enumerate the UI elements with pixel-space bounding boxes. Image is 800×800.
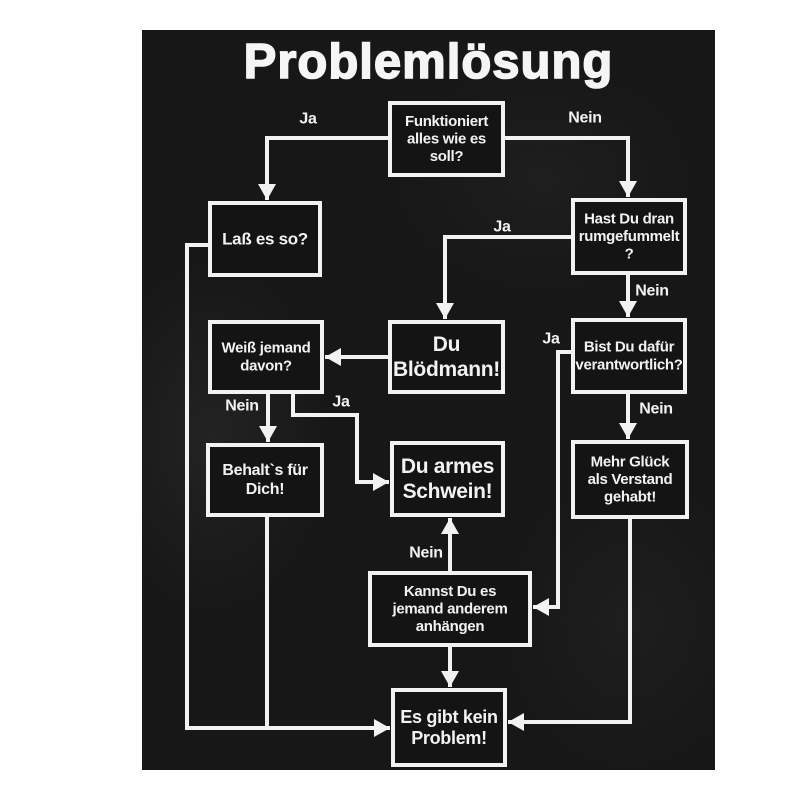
arrowhead-hast-ja: [436, 303, 454, 319]
connector-funktioniert-ja: [258, 136, 390, 200]
arrowhead-kannst-problem: [441, 671, 459, 687]
edge-label-nein-top: Nein: [568, 110, 601, 127]
arrowhead-kannst-nein-up: [441, 518, 459, 534]
connector-funktioniert-nein: [503, 136, 637, 197]
edge-label-nein-weiss: Nein: [225, 398, 258, 415]
edge-label-ja-top: Ja: [299, 111, 317, 128]
arrowhead-funktioniert-ja: [258, 184, 276, 200]
arrowhead-weiss-ja: [373, 473, 389, 491]
edge-label-nein-kannst: Nein: [409, 545, 442, 562]
connector-weiss-ja: [291, 392, 389, 491]
connector-kannst-problem: [441, 645, 459, 687]
edge-label-ja-bist: Ja: [542, 331, 560, 348]
flow-box-lass: Laß es so?: [208, 201, 322, 277]
flow-box-text-lass: Laß es so?: [222, 230, 308, 249]
connector-bloedmann-weiss: [325, 348, 390, 366]
arrowhead-lass-problem: [374, 719, 390, 737]
arrowhead-bist-ja: [533, 598, 549, 616]
edge-label-ja-hast: Ja: [493, 219, 511, 236]
arrowhead-bist-nein: [619, 423, 637, 439]
connector-hast-ja: [436, 235, 573, 319]
arrowhead-funktioniert-nein: [619, 181, 637, 197]
arrowhead-hast-nein: [619, 301, 637, 317]
connector-mehr-problem: [508, 517, 632, 731]
edge-label-ja-weiss: Ja: [332, 394, 350, 411]
connector-kannst-nein-up: [441, 518, 459, 573]
edge-label-nein-hast: Nein: [635, 283, 668, 300]
arrowhead-mehr-problem: [508, 713, 524, 731]
connector-lass-problem: [185, 243, 390, 737]
edge-label-nein-bist: Nein: [639, 401, 672, 418]
connector-bist-ja: [533, 350, 573, 616]
connector-bist-nein: [619, 392, 637, 439]
arrowhead-bloedmann-weiss: [325, 348, 341, 366]
flowchart-title: Problemlösung: [243, 34, 614, 90]
connector-hast-nein: [619, 273, 637, 317]
connector-weiss-nein: [259, 392, 277, 442]
arrowhead-weiss-nein: [259, 426, 277, 442]
